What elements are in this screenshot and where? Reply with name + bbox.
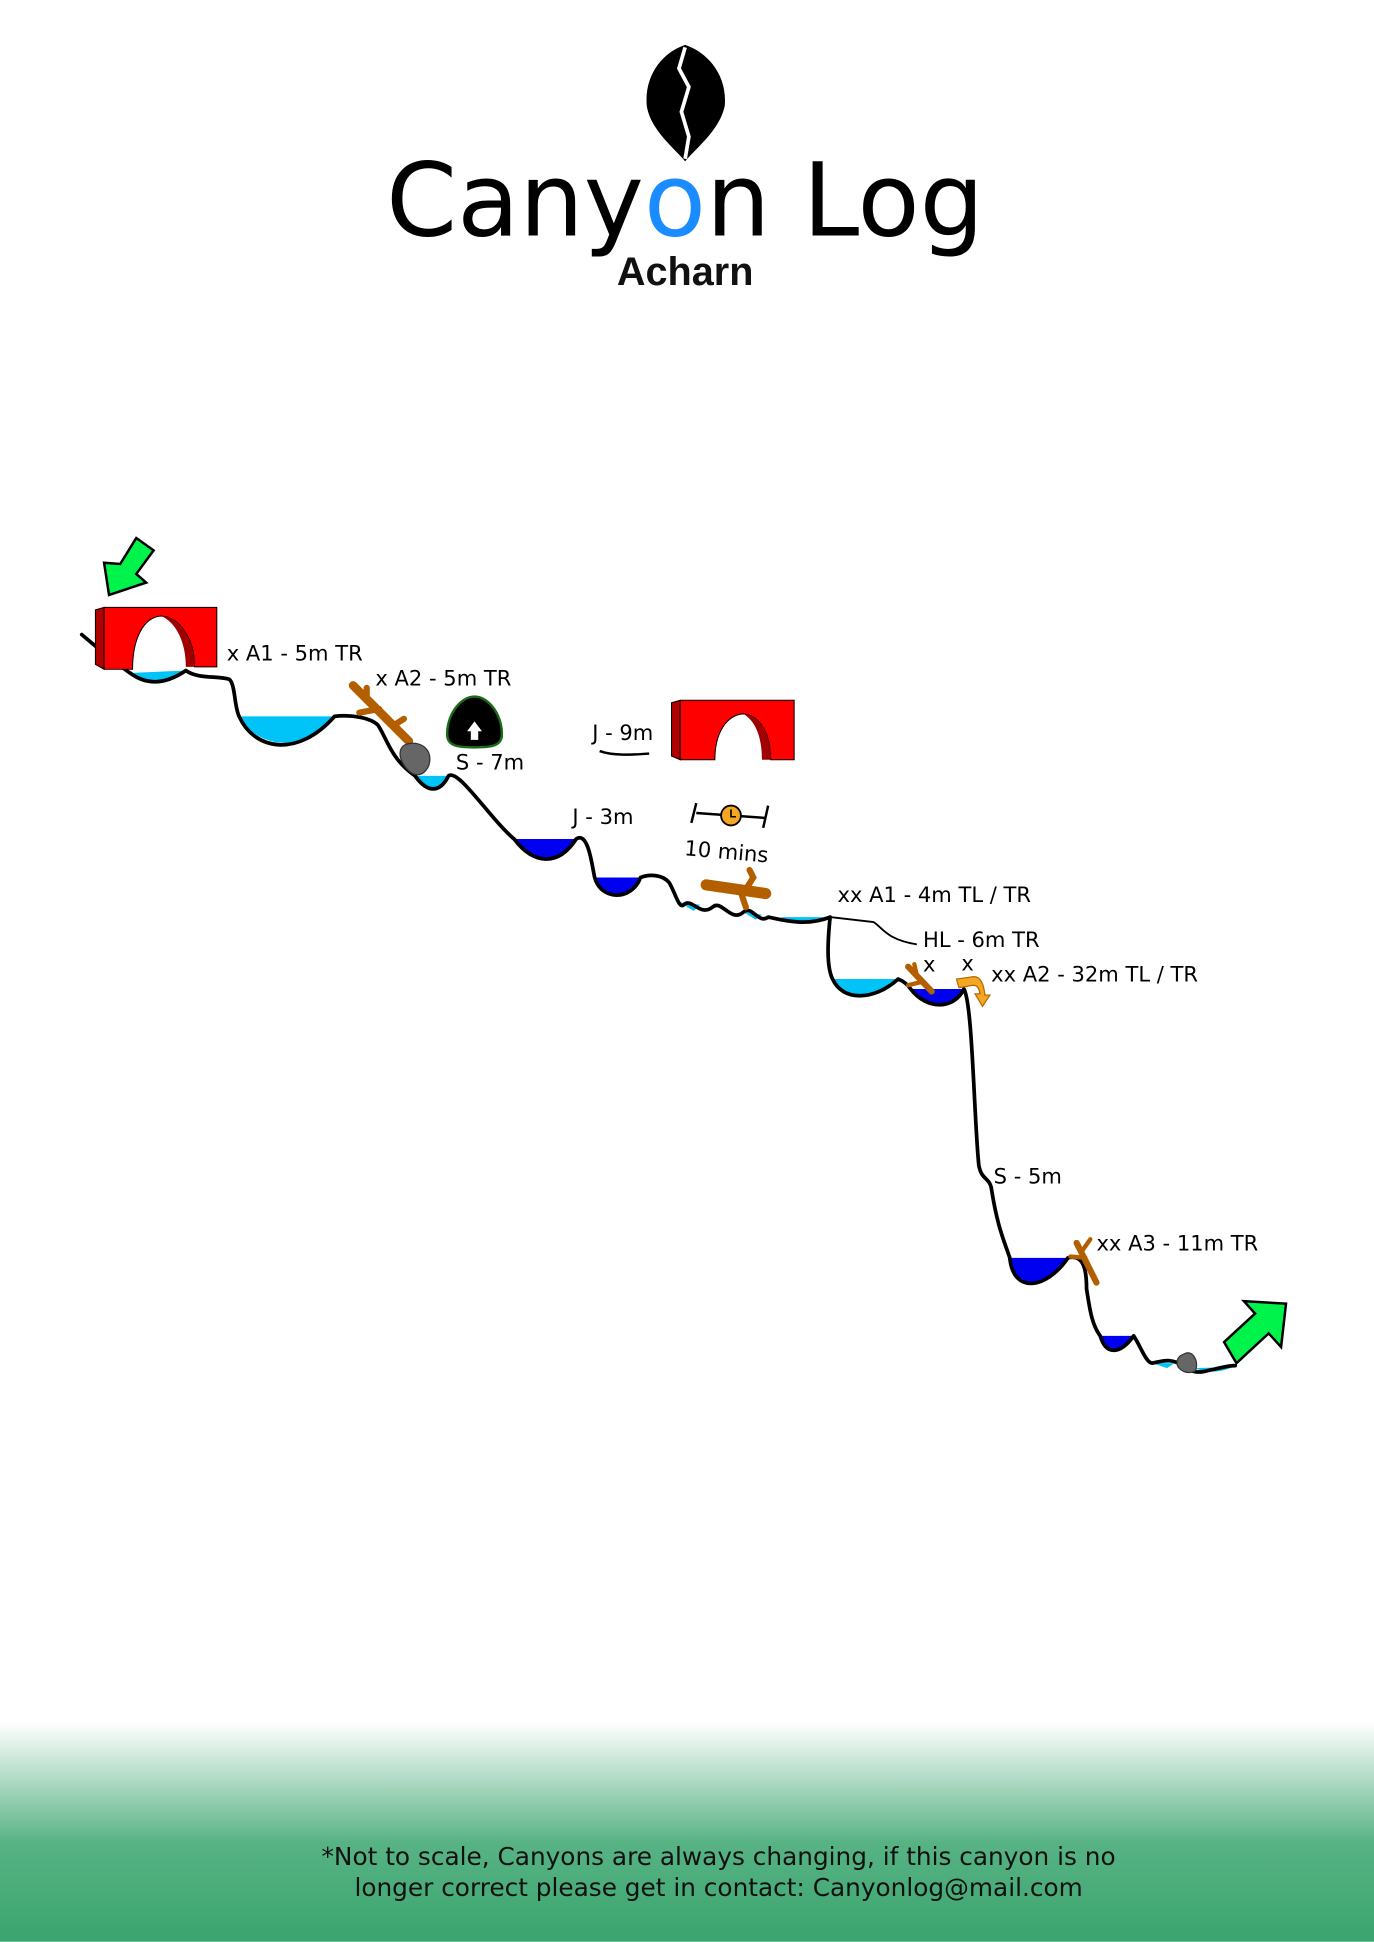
footer-gradient (0, 1722, 1374, 1942)
label-a2-top: x A2 - 5m TR (375, 665, 511, 690)
canyon-profile-line (79, 632, 1238, 1374)
pool-shallow (130, 670, 186, 680)
label-a1-top: x A1 - 5m TR (227, 641, 363, 666)
rock-icon (1176, 1352, 1198, 1374)
pools (130, 670, 1233, 1372)
label-jump-9m: J - 9m (590, 720, 653, 745)
footer-contact-text: longer correct please get in contact: (354, 1873, 812, 1902)
rappel-direction-icon (955, 975, 992, 1008)
rock-icon (399, 742, 431, 776)
label-high-line: HL - 6m TR (923, 927, 1040, 952)
drop-logo-icon (646, 44, 725, 162)
entry-arrow-icon (102, 536, 156, 597)
log-icon (905, 962, 935, 995)
footer-contact: longer correct please get in contact: Ca… (354, 1873, 1082, 1902)
footer-disclaimer: *Not to scale, Canyons are always changi… (322, 1842, 1116, 1871)
label-anchor-x: x (961, 950, 973, 975)
contact-email-link[interactable]: Canyonlog@mail.com (813, 1873, 1083, 1902)
exit-arrow-icon (1222, 1299, 1288, 1366)
escape-route-icon (446, 695, 504, 749)
label-jump-3m: J - 3m (570, 804, 633, 829)
jump-line (599, 749, 650, 756)
label-slide-7m: S - 7m (456, 750, 524, 775)
label-a3: xx A3 - 11m TR (1096, 1230, 1258, 1255)
clock-icon (720, 804, 742, 827)
high-line-path (829, 916, 917, 946)
pool-shallow (239, 716, 335, 743)
bridge-icon (94, 606, 218, 671)
label-walk-time: 10 mins (683, 835, 769, 867)
pool-deep (1100, 1335, 1134, 1351)
page-title: Canyon Log (386, 142, 984, 260)
log-icon (348, 681, 414, 746)
pool-deep (1009, 1257, 1068, 1284)
pool-shallow (832, 979, 899, 996)
label-anchor-x: x (923, 952, 935, 977)
log-icon (700, 866, 772, 911)
canyon-name: Acharn (617, 250, 754, 294)
label-a1-mid: xx A1 - 4m TL / TR (838, 882, 1032, 907)
label-slide-5m: S - 5m (994, 1163, 1062, 1188)
log-icon (1068, 1237, 1100, 1286)
bridge-icon (671, 699, 795, 761)
label-a2-mid: xx A2 - 32m TL / TR (991, 962, 1198, 987)
